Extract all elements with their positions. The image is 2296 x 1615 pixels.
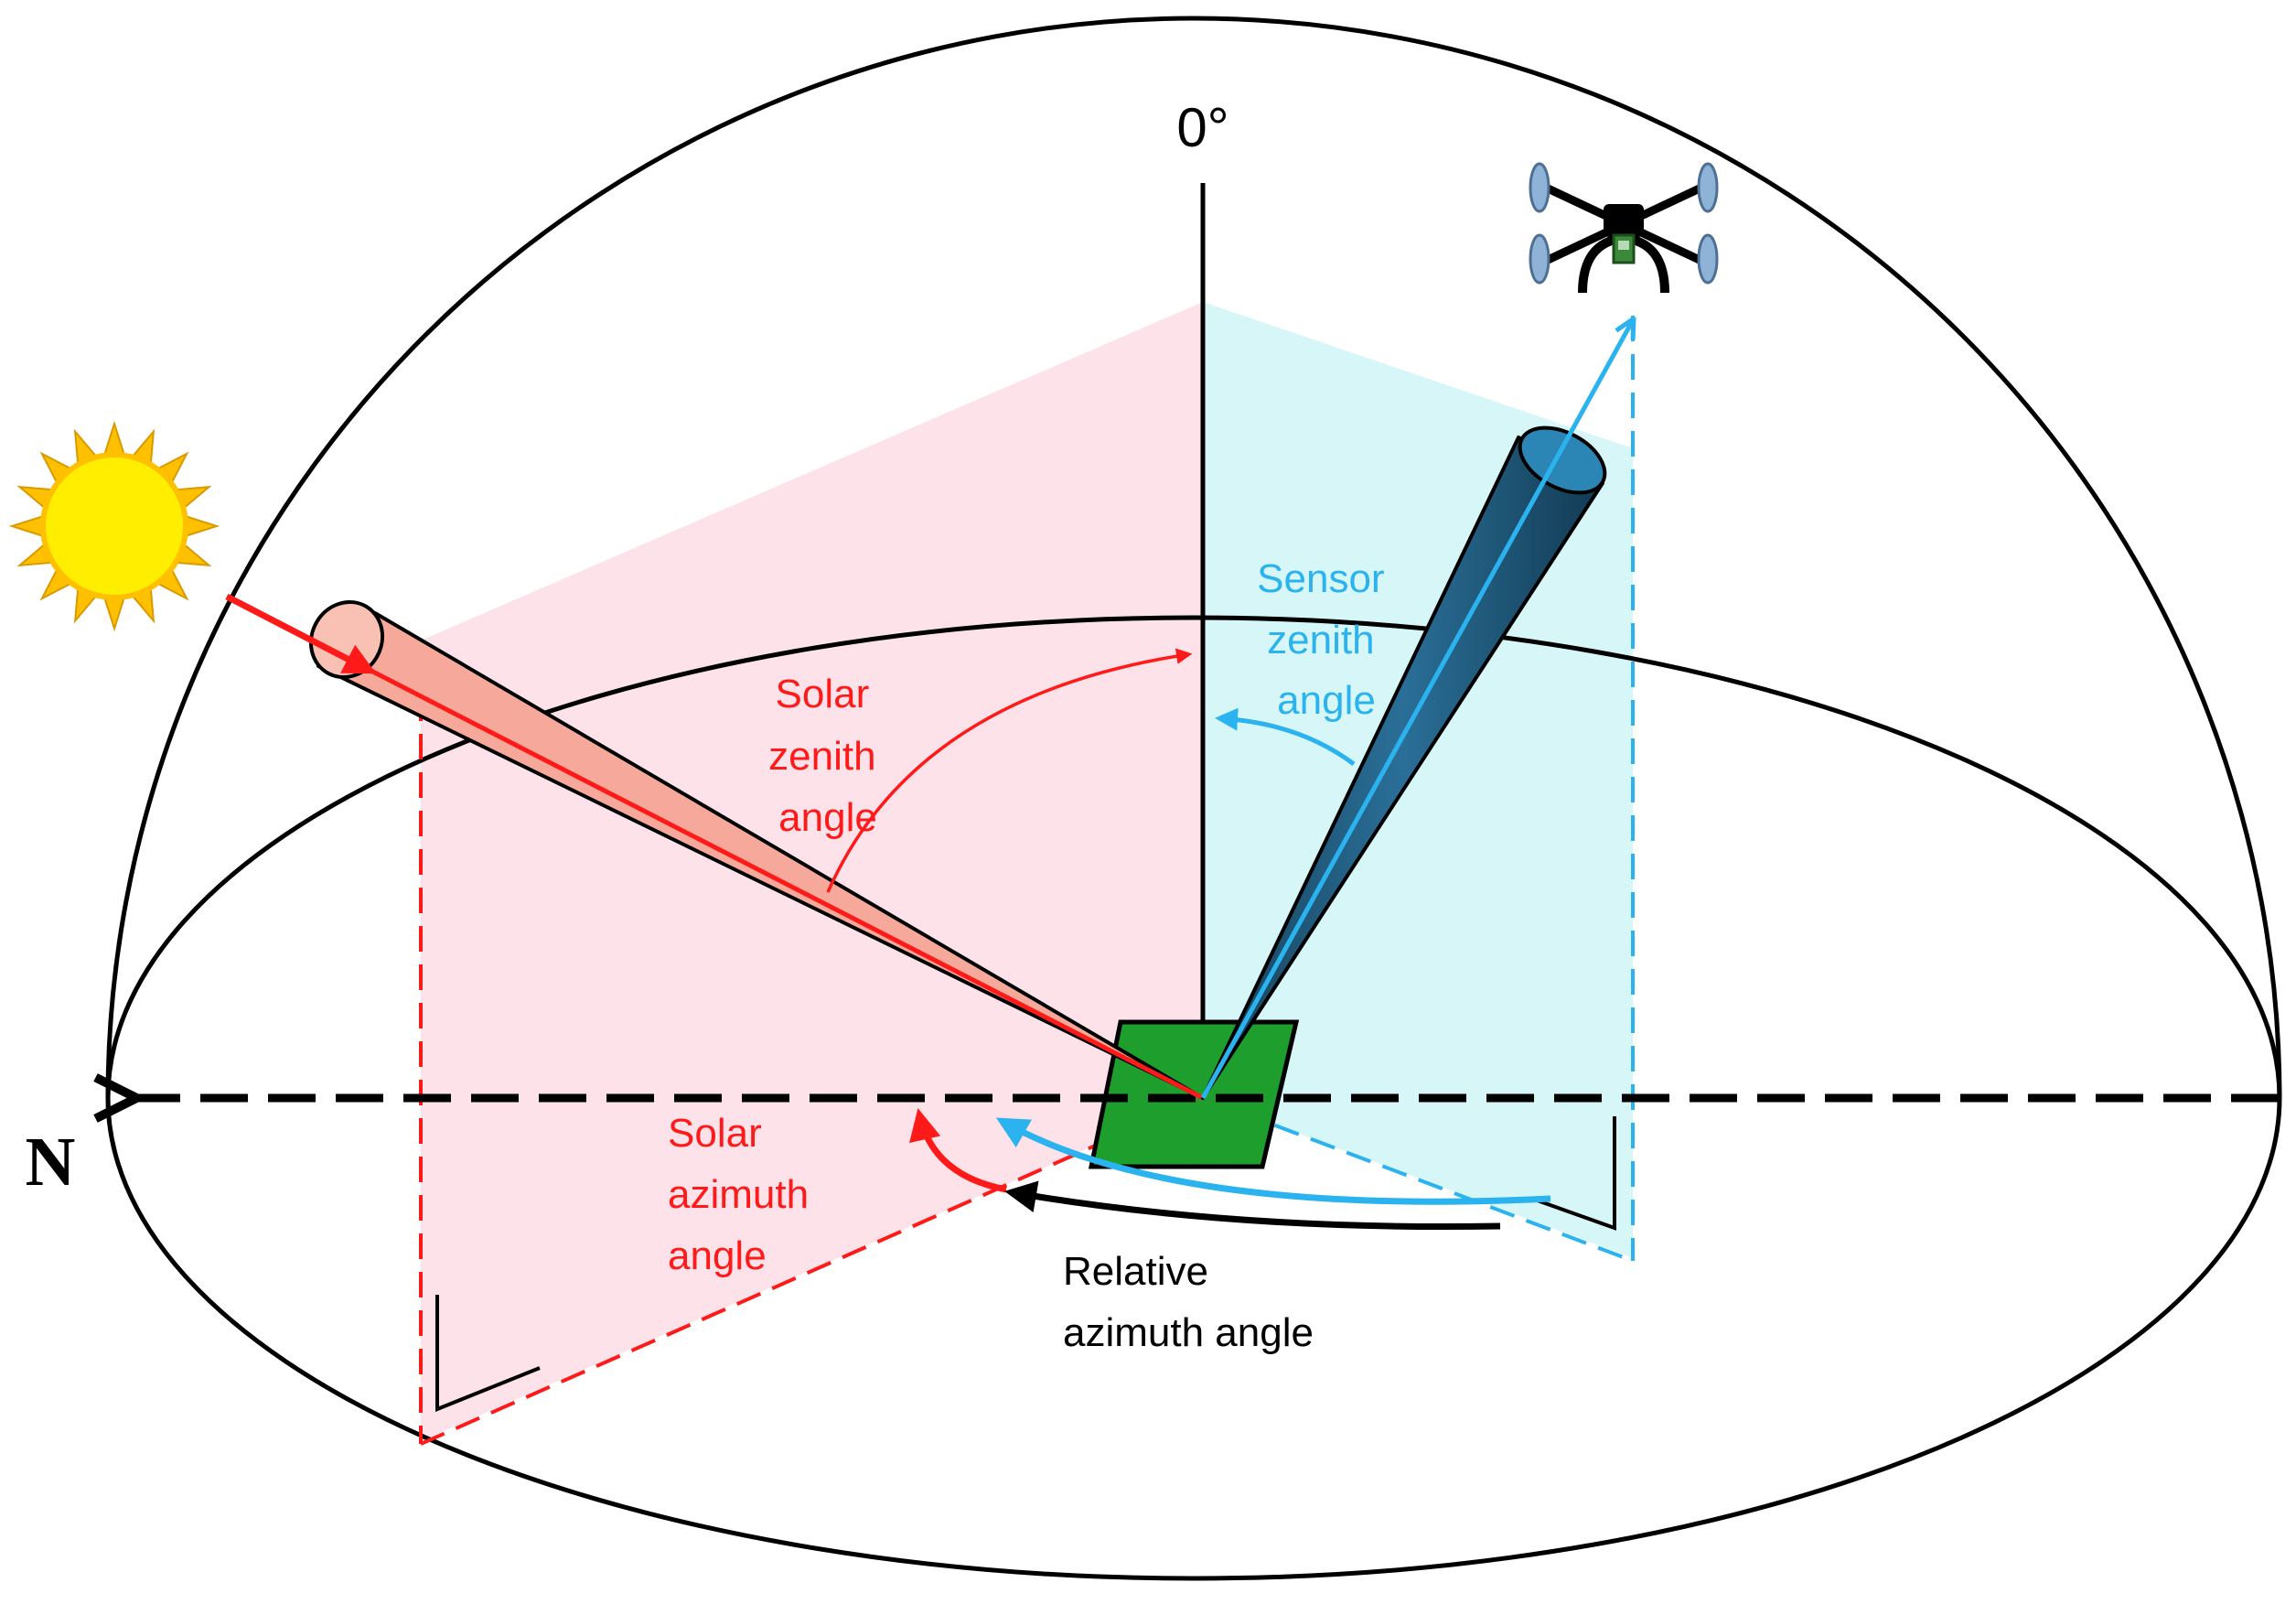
north-label: N	[26, 1124, 76, 1200]
sun-disc	[40, 452, 188, 600]
sensor-azimuth-arc	[995, 1117, 1551, 1205]
sensor-zenith-label: Sensor zenith angle	[1257, 556, 1396, 723]
sensor-zenith-arc	[1215, 707, 1356, 767]
zenith-zero-label: 0°	[1176, 97, 1228, 158]
sun-ray	[103, 420, 125, 455]
sun-ray	[186, 515, 220, 537]
solar-ray	[225, 594, 1205, 1101]
solar-zenith-label: Solar zenith angle	[768, 672, 887, 840]
sensor-right-angle-mark	[1531, 1116, 1616, 1231]
sun-ray	[103, 598, 125, 632]
hemisphere-dome	[105, 16, 2282, 1099]
sun-ray	[8, 515, 43, 537]
drone-icon	[1529, 162, 1719, 294]
relative-azimuth-arc	[1004, 1180, 1501, 1231]
solar-incoming-arrow	[225, 593, 377, 674]
sensor-ray	[1200, 320, 1633, 1100]
sun-icon	[8, 420, 220, 632]
solar-zenith-arc	[826, 648, 1193, 893]
sensor-view-cone-end	[1518, 425, 1607, 495]
solar-azimuth-label: Solar azimuth angle	[668, 1111, 820, 1278]
relative-azimuth-label: Relative azimuth angle	[1063, 1249, 1314, 1355]
solar-right-angle-mark	[435, 1295, 541, 1412]
solar-azimuth-arc	[909, 1108, 1007, 1193]
